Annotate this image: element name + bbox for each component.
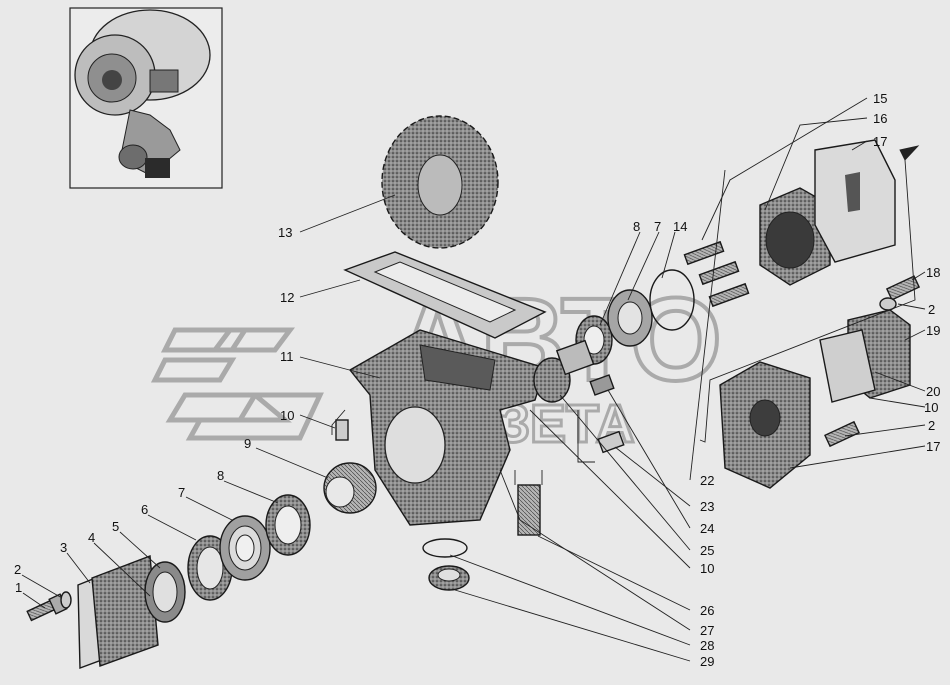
callout-22: 22 — [700, 473, 714, 488]
part-11-housing — [348, 329, 546, 526]
part-2c-bolt — [824, 420, 860, 448]
part-12-gasket — [343, 251, 547, 339]
callout-24: 24 — [700, 521, 714, 536]
part-17-plate — [814, 139, 896, 263]
callout-2: 2 — [14, 562, 21, 577]
callout-10c: 10 — [700, 561, 714, 576]
callout-10b: 10 — [924, 400, 938, 415]
callout-3: 3 — [60, 540, 67, 555]
callout-25: 25 — [700, 543, 714, 558]
callout-9: 9 — [244, 436, 251, 451]
assembly-bracket-lines — [331, 145, 920, 485]
part-13-gear — [381, 115, 499, 249]
watermark-logo-stripes — [150, 327, 324, 441]
part-9-roller-bearing — [323, 462, 377, 514]
part-valve-block — [719, 361, 811, 489]
part-28-o-ring — [422, 538, 468, 558]
part-14-snap-ring — [649, 269, 695, 331]
part-16-pump — [759, 187, 831, 286]
part-7-bearing — [219, 515, 271, 581]
callout-17: 17 — [873, 134, 887, 149]
part-10-pin — [335, 419, 349, 441]
part-23-pin — [597, 430, 625, 454]
part-4-cover — [91, 555, 159, 667]
callout-23: 23 — [700, 499, 714, 514]
callout-7: 7 — [178, 485, 185, 500]
callout-18: 18 — [926, 265, 940, 280]
callout-17b: 17 — [926, 439, 940, 454]
part-18-bolt — [885, 275, 921, 301]
part-15-bolts — [683, 240, 750, 308]
callout-12: 12 — [280, 290, 294, 305]
callout-8: 8 — [217, 468, 224, 483]
callout-1: 1 — [15, 580, 22, 595]
part-24-fitting — [589, 374, 615, 396]
callout-2b: 2 — [928, 302, 935, 317]
callout-16: 16 — [873, 111, 887, 126]
callout-29: 29 — [700, 654, 714, 669]
callout-27: 27 — [700, 623, 714, 638]
inset-assembly-illustration — [74, 9, 211, 178]
part-7b-bearing — [607, 289, 653, 347]
callout-7b: 7 — [654, 219, 661, 234]
callout-20: 20 — [926, 384, 940, 399]
callout-19: 19 — [926, 323, 940, 338]
part-8-ring — [265, 494, 311, 556]
callout-10: 10 — [280, 408, 294, 423]
part-25-gear-shaft — [533, 339, 595, 403]
part-5-seal-ring — [144, 561, 186, 623]
part-2-washer — [60, 591, 72, 609]
callout-5: 5 — [112, 519, 119, 534]
callout-2c: 2 — [928, 418, 935, 433]
part-20-gasket — [819, 329, 876, 403]
callout-13: 13 — [278, 225, 292, 240]
callout-4: 4 — [88, 530, 95, 545]
callout-15: 15 — [873, 91, 887, 106]
part-1-bolt — [26, 593, 68, 622]
callout-26: 26 — [700, 603, 714, 618]
part-26-spring — [517, 484, 541, 536]
inset-frame — [69, 7, 223, 189]
callout-14: 14 — [673, 219, 687, 234]
callout-28: 28 — [700, 638, 714, 653]
callout-6: 6 — [141, 502, 148, 517]
part-29-bushing — [428, 565, 470, 591]
callout-11: 11 — [280, 349, 294, 364]
leader-lines — [21, 97, 926, 662]
callout-labels: 1 2 3 4 5 6 7 8 9 10 11 12 13 8 7 14 15 … — [14, 91, 940, 669]
callout-8b: 8 — [633, 219, 640, 234]
